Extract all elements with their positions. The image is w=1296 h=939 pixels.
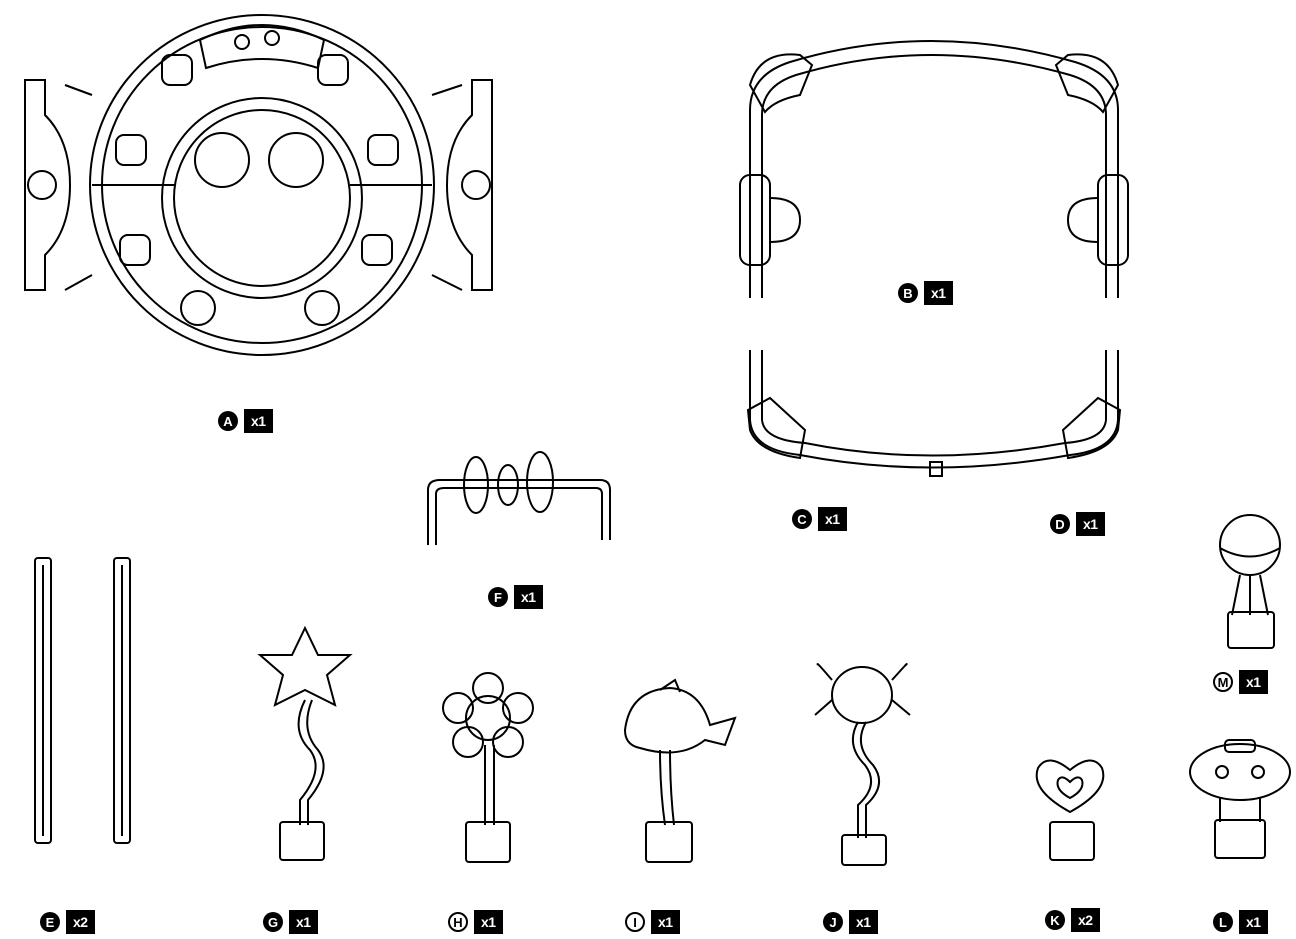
part-letter: M [1213, 672, 1233, 692]
part-quantity: x1 [1239, 670, 1268, 694]
part-letter: G [263, 912, 283, 932]
part-letter: B [898, 283, 918, 303]
part-label-f: F x1 [488, 585, 543, 609]
part-label-h: H x1 [448, 910, 503, 934]
part-quantity: x1 [924, 281, 953, 305]
dolphin-toy-icon [625, 680, 735, 862]
part-label-e: E x2 [40, 910, 95, 934]
crab-toy-icon [815, 664, 910, 865]
part-label-l: L x1 [1213, 910, 1268, 934]
part-letter: H [448, 912, 468, 932]
seat-ring-icon [25, 15, 492, 355]
lower-frame-icon [748, 350, 1120, 476]
part-quantity: x1 [849, 910, 878, 934]
part-quantity: x2 [1071, 908, 1100, 932]
part-letter: E [40, 912, 60, 932]
upper-frame-icon [740, 41, 1128, 298]
part-letter: A [218, 411, 238, 431]
part-letter: I [625, 912, 645, 932]
heart-toy-icon [1037, 760, 1104, 860]
flower-toy-icon [443, 673, 533, 862]
toy-bar-icon [428, 452, 610, 545]
part-quantity: x1 [1239, 910, 1268, 934]
part-quantity: x1 [1076, 512, 1105, 536]
part-label-i: I x1 [625, 910, 680, 934]
part-label-c: C x1 [792, 507, 847, 531]
star-toy-icon [260, 628, 350, 860]
part-quantity: x1 [474, 910, 503, 934]
globe-toy-icon [1220, 515, 1280, 648]
part-label-m: M x1 [1213, 670, 1268, 694]
part-label-j: J x1 [823, 910, 878, 934]
part-quantity: x1 [244, 409, 273, 433]
part-label-d: D x1 [1050, 512, 1105, 536]
part-quantity: x1 [289, 910, 318, 934]
part-quantity: x2 [66, 910, 95, 934]
part-quantity: x1 [514, 585, 543, 609]
part-letter: C [792, 509, 812, 529]
part-quantity: x1 [651, 910, 680, 934]
part-label-b: B x1 [898, 281, 953, 305]
robot-toy-icon [1190, 740, 1290, 858]
part-label-a: A x1 [218, 409, 273, 433]
part-letter: D [1050, 514, 1070, 534]
part-letter: J [823, 912, 843, 932]
part-letter: F [488, 587, 508, 607]
part-quantity: x1 [818, 507, 847, 531]
part-label-g: G x1 [263, 910, 318, 934]
support-leg-icon [35, 558, 130, 843]
part-label-k: K x2 [1045, 908, 1100, 932]
part-letter: K [1045, 910, 1065, 930]
part-letter: L [1213, 912, 1233, 932]
